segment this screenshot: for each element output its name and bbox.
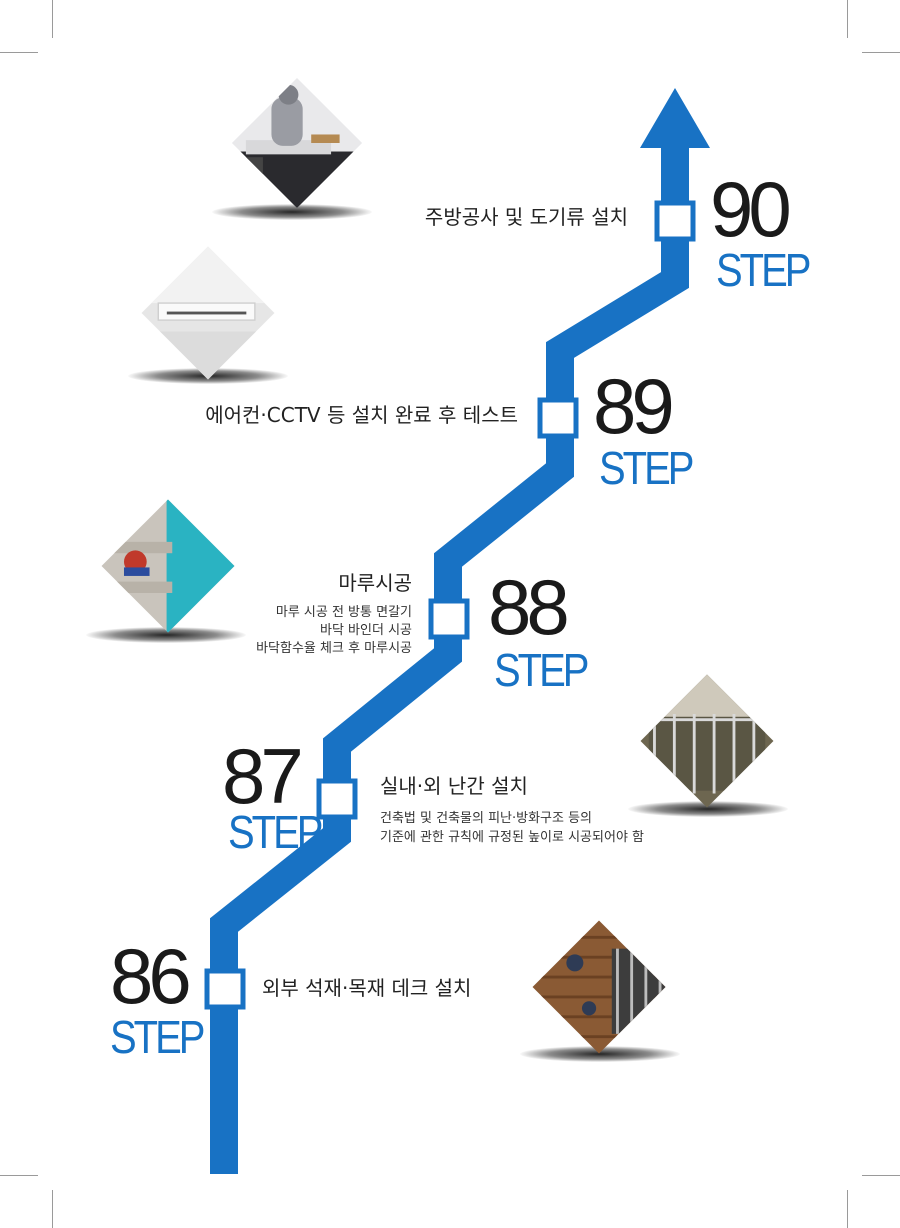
step-number-90: 90 [710, 165, 792, 253]
step-label-87: STEP [228, 807, 324, 859]
step-title-90: 주방공사 및 도기류 설치 [424, 205, 628, 229]
step-marker-86 [204, 968, 246, 1010]
step-desc-88-line-3: 바닥함수율 체크 후 마루시공 [256, 641, 412, 656]
step-path-arrow-head [640, 88, 710, 148]
ceiling-air-conditioner-photo [141, 246, 275, 380]
kitchen-installation-photo [231, 77, 363, 209]
step-marker-87 [316, 778, 358, 820]
railing-installation-photo [640, 674, 774, 808]
crop-mark [0, 1175, 38, 1176]
crop-mark [862, 1175, 900, 1176]
photo-shadow [628, 801, 788, 817]
step-label-88: STEP [494, 645, 590, 697]
photo-shadow [86, 627, 246, 643]
step-title-89: 에어컨·CCTV 등 설치 완료 후 테스트 [205, 403, 518, 427]
step-desc-88-line-1: 마루 시공 전 방통 면갈기 [275, 605, 412, 620]
step-title-88: 마루시공 [338, 571, 412, 595]
step-title-87: 실내·외 난간 설치 [380, 774, 528, 798]
floor-grinding-photo [101, 499, 235, 633]
step-title-86: 외부 석재·목재 데크 설치 [262, 976, 472, 1000]
crop-mark [0, 52, 38, 53]
step-desc-87-line-1: 건축법 및 건축물의 피난·방화구조 등의 [380, 811, 593, 826]
crop-mark [52, 0, 53, 38]
step-number-89: 89 [593, 362, 675, 450]
step-label-86: STEP [110, 1012, 206, 1064]
step-number-87: 87 [222, 732, 304, 820]
step-marker-89 [537, 397, 579, 439]
step-number-86: 86 [110, 932, 192, 1020]
photo-shadow [520, 1046, 680, 1062]
step-marker-88 [428, 598, 470, 640]
step-label-90: STEP [716, 245, 812, 297]
crop-mark [847, 0, 848, 38]
crop-mark [847, 1190, 848, 1228]
step-marker-90 [654, 200, 696, 242]
step-label-89: STEP [599, 443, 695, 495]
crop-mark [862, 52, 900, 53]
photo-shadow [212, 204, 372, 220]
crop-mark [52, 1190, 53, 1228]
step-desc-87-line-2: 기준에 관한 규칙에 규정된 높이로 시공되어야 함 [380, 830, 644, 845]
wood-deck-installation-photo [532, 920, 666, 1054]
step-desc-88-line-2: 바닥 바인더 시공 [320, 623, 412, 638]
step-number-88: 88 [488, 563, 570, 651]
